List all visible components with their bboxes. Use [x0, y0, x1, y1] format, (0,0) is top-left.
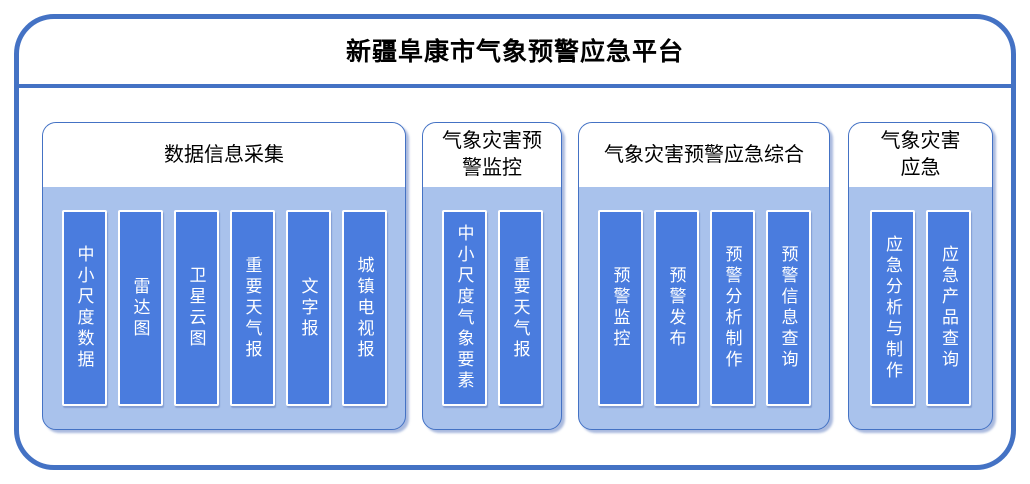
- item-label: 卫星云图: [186, 266, 206, 350]
- item-box: 预警监控: [597, 210, 643, 406]
- item-label: 雷达图: [130, 276, 150, 340]
- item-label: 应急产品查询: [939, 245, 958, 371]
- item-label: 中小尺度数据: [74, 245, 94, 371]
- item-box: 预警发布: [653, 210, 699, 406]
- group-header: 气象灾害 应急: [849, 123, 992, 187]
- platform-title: 新疆阜康市气象预警应急平台: [345, 38, 684, 66]
- item-label: 预警监控: [610, 266, 630, 350]
- item-box: 预警信息查询: [765, 210, 811, 406]
- item-label: 预警分析制作: [722, 245, 742, 371]
- item-label: 重要天气报: [242, 255, 262, 361]
- group-body: 预警监控 预警发布 预警分析制作 预警信息查询: [579, 187, 829, 429]
- item-box: 重要天气报: [229, 210, 275, 406]
- title-divider-line: [18, 84, 1012, 88]
- item-label: 城镇电视报: [354, 255, 374, 361]
- item-box: 卫星云图: [173, 210, 219, 406]
- item-label: 重要天气报: [510, 255, 530, 361]
- item-box: 重要天气报: [497, 210, 543, 406]
- group-body: 应急分析与制作 应急产品查询: [849, 187, 992, 429]
- item-label: 文字报: [298, 276, 318, 340]
- item-box: 应急产品查询: [926, 210, 971, 406]
- item-box: 中小尺度数据: [61, 210, 107, 406]
- group-header: 气象灾害预 警监控: [423, 123, 561, 187]
- group-body: 中小尺度气象要素 重要天气报: [423, 187, 561, 429]
- group-box-3: 气象灾害预警应急综合预警监控 预警发布 预警分析制作 预警信息查询: [578, 122, 830, 430]
- group-box-2: 气象灾害预 警监控中小尺度气象要素 重要天气报: [422, 122, 562, 430]
- group-body: 中小尺度数据 雷达图 卫星云图 重要天气报 文字报 城镇电视报: [43, 187, 405, 429]
- group-header: 气象灾害预警应急综合: [579, 123, 829, 187]
- group-box-4: 气象灾害 应急应急分析与制作 应急产品查询: [848, 122, 993, 430]
- item-box: 城镇电视报: [341, 210, 387, 406]
- item-box: 预警分析制作: [709, 210, 755, 406]
- item-box: 应急分析与制作: [870, 210, 915, 406]
- item-label: 预警发布: [666, 266, 686, 350]
- item-box: 雷达图: [117, 210, 163, 406]
- item-label: 预警信息查询: [778, 245, 798, 371]
- item-box: 文字报: [285, 210, 331, 406]
- item-box: 中小尺度气象要素: [441, 210, 487, 406]
- item-label: 中小尺度气象要素: [454, 224, 474, 392]
- group-box-1: 数据信息采集中小尺度数据 雷达图 卫星云图 重要天气报 文字报 城镇电视报: [42, 122, 406, 430]
- group-header: 数据信息采集: [43, 123, 405, 187]
- item-label: 应急分析与制作: [883, 234, 902, 382]
